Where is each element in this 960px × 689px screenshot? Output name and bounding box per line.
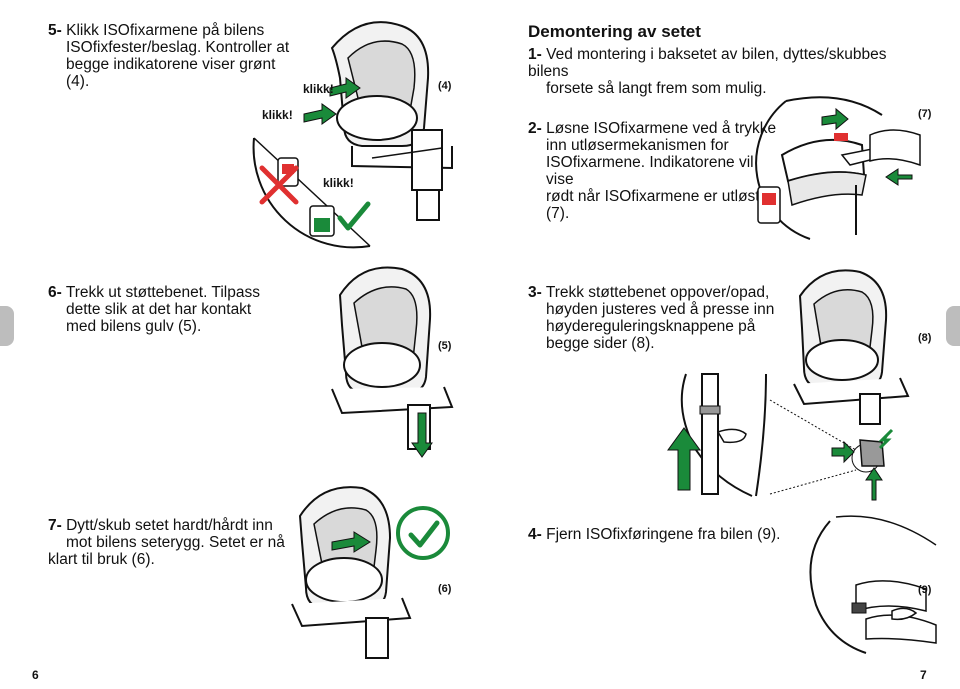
step-5: 5- Klikk ISOfixarmene på bilens ISOfixfe… bbox=[48, 22, 298, 90]
step-text: ISOfixarmene. Indikatorene vil vise bbox=[546, 154, 754, 188]
step-text: forsete så langt frem som mulig. bbox=[546, 80, 767, 97]
arrow-up-icon bbox=[667, 427, 701, 491]
arrow-right-icon bbox=[821, 107, 849, 131]
step-text: dette slik at det har kontakt bbox=[66, 301, 252, 318]
step-number: 6- bbox=[48, 284, 62, 301]
figure-6-drawing bbox=[291, 486, 412, 659]
figure-8-drawing bbox=[793, 269, 910, 425]
step-1: 1- Ved montering i baksetet av bilen, dy… bbox=[528, 46, 928, 97]
figure-4-drawing bbox=[252, 21, 453, 249]
arrow-down-icon bbox=[411, 412, 433, 458]
arrow-right-icon bbox=[329, 77, 361, 99]
step-text: Trekk støttebenet oppover/opad, bbox=[545, 284, 770, 301]
page-tab-right bbox=[946, 306, 960, 346]
step-number: 5- bbox=[48, 22, 62, 39]
step-text: inn utløsermekanismen for bbox=[546, 137, 729, 154]
klikk-label: klikk! bbox=[323, 176, 354, 190]
step-number: 1- bbox=[528, 46, 542, 63]
klikk-label: klikk! bbox=[262, 108, 293, 122]
figure-5-drawing bbox=[331, 266, 454, 458]
figure-7-drawing bbox=[755, 96, 921, 240]
step-text: begge sider (8). bbox=[546, 335, 655, 352]
step-number: 3- bbox=[528, 284, 542, 301]
step-2: 2- Løsne ISOfixarmene ved å trykke inn u… bbox=[528, 120, 778, 222]
step-text: mot bilens seterygg. Setet er nå bbox=[66, 534, 285, 551]
klikk-label: klikk! bbox=[303, 82, 334, 96]
figure-label: (5) bbox=[438, 340, 452, 352]
step-text: Fjern ISOfixføringene fra bilen (9). bbox=[546, 526, 781, 543]
step-text: med bilens gulv (5). bbox=[66, 318, 202, 335]
page-title: Demontering av setet bbox=[528, 22, 701, 41]
figure-label: (8) bbox=[918, 332, 932, 344]
step-3: 3- Trekk støttebenet oppover/opad, høyde… bbox=[528, 284, 788, 352]
step-text: Dytt/skub setet hardt/hårdt inn bbox=[66, 517, 273, 534]
check-icon bbox=[396, 506, 450, 560]
page-tab-left bbox=[0, 306, 14, 346]
figure-label: (9) bbox=[918, 584, 932, 596]
check-icon bbox=[337, 201, 371, 231]
cross-icon bbox=[259, 165, 299, 205]
step-text: Ved montering i baksetet av bilen, dytte… bbox=[528, 46, 887, 80]
step-number: 4- bbox=[528, 526, 542, 543]
figure-label: (6) bbox=[438, 583, 452, 595]
step-text: begge indikatorene viser grønt (4). bbox=[66, 56, 276, 90]
step-7: 7- Dytt/skub setet hardt/hårdt inn mot b… bbox=[48, 517, 298, 568]
step-text: ISOfixfester/beslag. Kontroller at bbox=[66, 39, 290, 56]
step-text: høydereguleringsknappene på bbox=[546, 318, 756, 335]
step-text: Løsne ISOfixarmene ved å trykke bbox=[546, 120, 777, 137]
figure-label: (7) bbox=[918, 108, 932, 120]
step-text: Klikk ISOfixarmene på bilens bbox=[66, 22, 265, 39]
step-6: 6- Trekk ut støttebenet. Tilpass dette s… bbox=[48, 284, 298, 335]
step-text: rødt når ISOfixarmene er utløst (7). bbox=[546, 188, 760, 222]
arrow-left-icon bbox=[885, 168, 913, 186]
step-text: Trekk ut støttebenet. Tilpass bbox=[65, 284, 260, 301]
page-number: 6 bbox=[32, 668, 39, 682]
figure-label: (4) bbox=[438, 80, 452, 92]
arrow-up-icon bbox=[865, 467, 883, 501]
figure-8-detail bbox=[667, 373, 894, 501]
arrow-right-icon bbox=[831, 440, 855, 464]
step-number: 7- bbox=[48, 517, 62, 534]
step-text: klart til bruk (6). bbox=[48, 551, 155, 568]
arrow-right-icon bbox=[331, 531, 371, 553]
page-number: 7 bbox=[920, 668, 927, 682]
step-text: høyden justeres ved å presse inn bbox=[546, 301, 775, 318]
step-4: 4- Fjern ISOfixføringene fra bilen (9). bbox=[528, 526, 828, 543]
arrow-right-icon bbox=[303, 103, 337, 125]
figure-9-drawing bbox=[809, 515, 937, 654]
step-number: 2- bbox=[528, 120, 542, 137]
